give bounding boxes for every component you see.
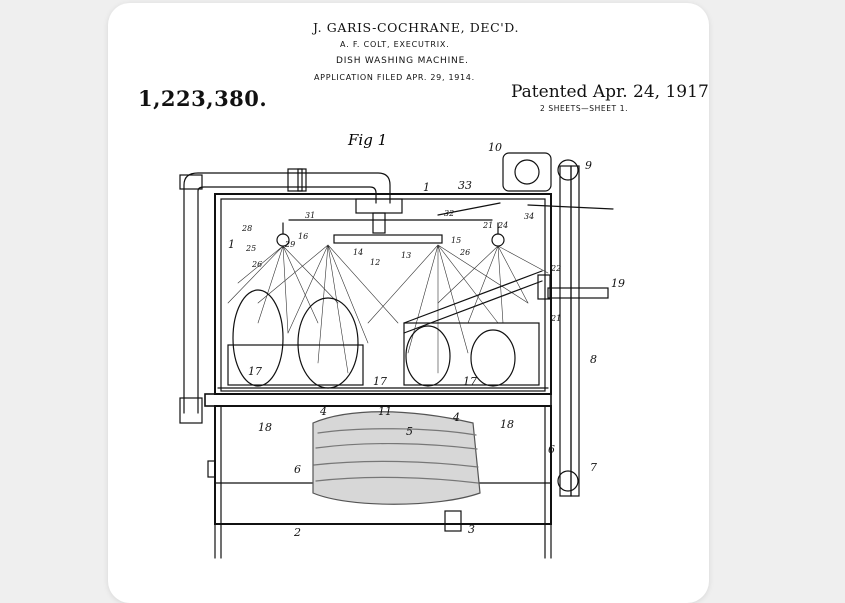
svg-text:1: 1 [228, 238, 235, 251]
svg-text:22: 22 [550, 264, 561, 273]
svg-text:29: 29 [284, 240, 295, 249]
svg-text:4: 4 [452, 411, 460, 424]
svg-text:15: 15 [451, 236, 461, 245]
patent-executrix: A. F. COLT, EXECUTRIX. [340, 40, 450, 49]
patent-number: 1,223,380. [138, 86, 268, 111]
svg-text:21: 21 [550, 314, 561, 323]
svg-text:26: 26 [459, 248, 470, 257]
dish-racks [217, 270, 549, 389]
svg-text:11: 11 [378, 405, 392, 418]
reference-numerals: 1 1 2 3 4 4 5 6 6 7 8 9 10 11 12 13 14 1… [228, 141, 625, 539]
label-1: 1 [423, 181, 430, 194]
patent-inventor: J. GARIS-COCHRANE, DEC'D. [313, 20, 520, 35]
svg-text:33: 33 [458, 179, 472, 192]
svg-text:17: 17 [373, 375, 387, 388]
svg-text:8: 8 [590, 353, 597, 366]
svg-text:17: 17 [463, 375, 477, 388]
svg-text:32: 32 [444, 209, 454, 218]
svg-text:2: 2 [293, 526, 301, 539]
patent-application-filed: APPLICATION FILED APR. 29, 1914. [314, 73, 475, 82]
patent-card: J. GARIS-COCHRANE, DEC'D. A. F. COLT, EX… [108, 3, 709, 603]
svg-text:9: 9 [585, 159, 592, 172]
svg-text:16: 16 [298, 232, 308, 241]
patent-sheets: 2 SHEETS—SHEET 1. [540, 104, 629, 113]
spray-header [276, 198, 614, 247]
svg-text:3: 3 [468, 523, 475, 536]
patent-title: DISH WASHING MACHINE. [336, 56, 469, 66]
feed-pipe [179, 168, 391, 424]
water-reservoir [312, 411, 481, 505]
svg-text:18: 18 [500, 418, 514, 431]
svg-text:21: 21 [482, 221, 493, 230]
svg-text:12: 12 [370, 258, 380, 267]
svg-text:25: 25 [245, 244, 256, 253]
patent-drawing: 1 1 2 3 4 4 5 6 6 7 8 9 10 11 12 13 14 1… [179, 141, 625, 559]
svg-text:18: 18 [258, 421, 272, 434]
svg-text:10: 10 [488, 141, 502, 154]
svg-text:24: 24 [497, 221, 508, 230]
spray-jets [227, 244, 549, 374]
svg-text:4: 4 [319, 405, 327, 418]
svg-text:13: 13 [401, 251, 411, 260]
tank-body [204, 193, 552, 559]
svg-text:6: 6 [548, 443, 555, 456]
svg-text:14: 14 [353, 248, 363, 257]
svg-text:19: 19 [611, 277, 625, 290]
svg-text:34: 34 [524, 212, 534, 221]
svg-text:5: 5 [406, 425, 413, 438]
patent-date: Patented Apr. 24, 1917. [511, 82, 709, 102]
svg-text:26: 26 [251, 260, 262, 269]
drive-mechanism [502, 152, 609, 497]
svg-text:31: 31 [305, 211, 315, 220]
svg-text:17: 17 [248, 365, 262, 378]
svg-text:6: 6 [294, 463, 301, 476]
svg-text:28: 28 [241, 224, 252, 233]
svg-text:7: 7 [590, 461, 597, 474]
figure-label: Fig 1 [348, 131, 388, 149]
